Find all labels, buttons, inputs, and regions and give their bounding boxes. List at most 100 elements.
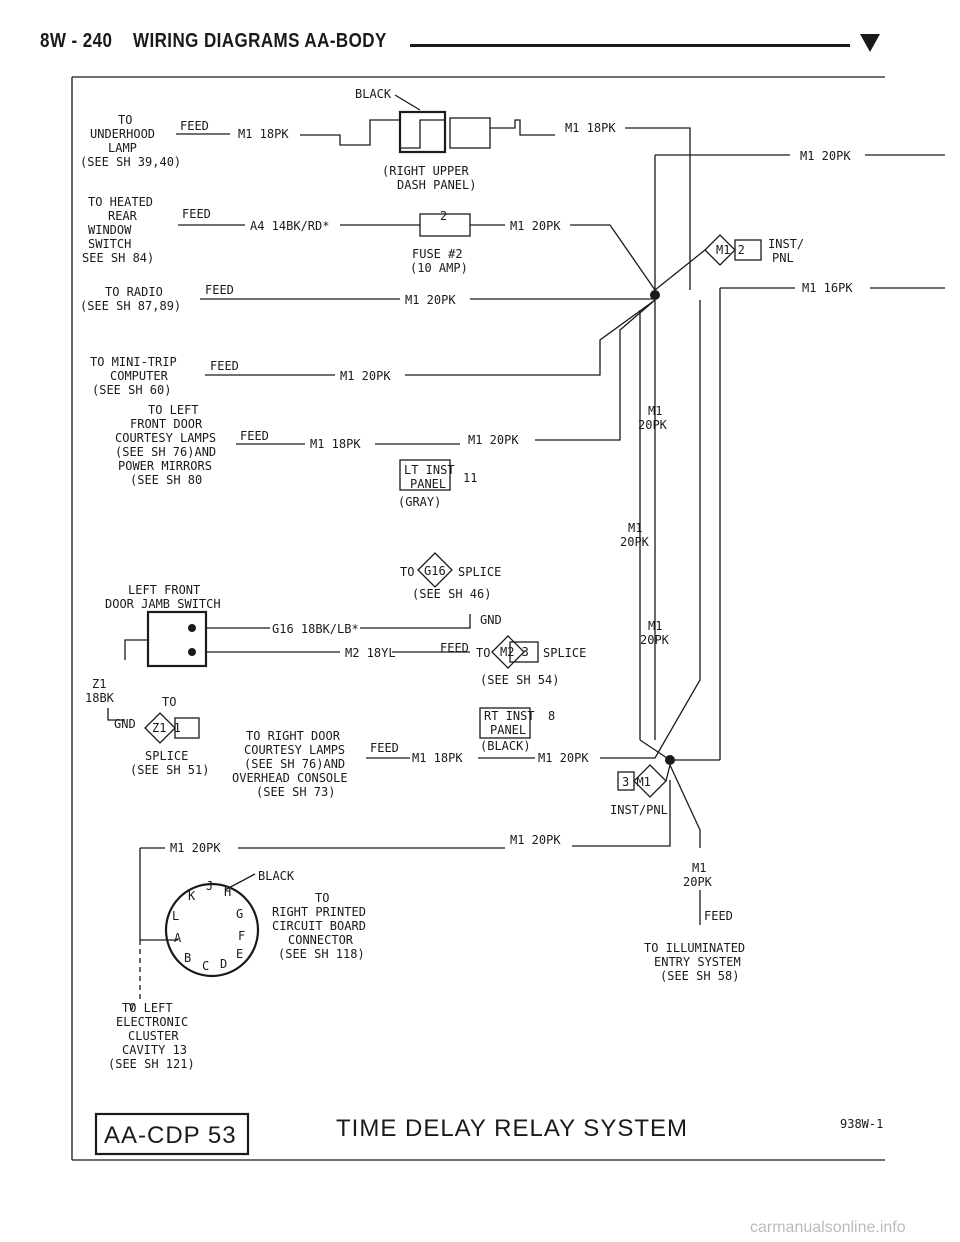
wire-m1-20pk-mini: M1 20PK [340, 369, 391, 383]
heated-label-3: WINDOW [88, 223, 132, 237]
rt-inst-1: RT INST [484, 709, 535, 723]
g16-label: G16 [424, 564, 446, 578]
ld-feed: FEED [240, 429, 269, 443]
z1-label-1: Z1 [92, 677, 106, 691]
m2-splice: SPLICE [543, 646, 586, 660]
lt-inst-pin: 11 [463, 471, 477, 485]
wire-18pk-down [625, 127, 691, 290]
wire-m1-20pk-ld: M1 20PK [468, 433, 519, 447]
switch-contact-2 [188, 648, 196, 656]
relay-body [398, 110, 447, 154]
20pk-label-a: 20PK [638, 418, 668, 432]
bottom-wire-right [572, 780, 671, 847]
wire-a4: A4 14BK/RD* [250, 219, 329, 233]
page-header: 8W - 240 WIRING DIAGRAMS AA-BODY [40, 30, 387, 53]
main-splice-top [650, 290, 660, 300]
wire-m1-18pk-a: M1 18PK [238, 127, 289, 141]
ld-label-1: TO LEFT [148, 403, 199, 417]
ill-label-2: ENTRY SYSTEM [654, 955, 741, 969]
inst-pnl-label-2: PNL [772, 251, 794, 265]
page-title: WIRING DIAGRAMS AA-BODY [132, 30, 387, 52]
underhood-lamp: LAMP [108, 141, 137, 155]
heated-feed: FEED [182, 207, 211, 221]
rd-label-3: (SEE SH 76)AND [244, 757, 345, 771]
20pk-label-c: 20PK [640, 633, 670, 647]
wire-m1-20pk-rd: M1 20PK [538, 751, 589, 765]
rt-inst-panel-box [479, 707, 531, 739]
gnd-line [360, 614, 471, 629]
m2-feed: FEED [440, 641, 469, 655]
splice-join [639, 739, 720, 761]
footer-code-box [94, 1112, 250, 1156]
m2-to: TO [476, 646, 490, 660]
z1-conn-label: Z1 1 [152, 721, 181, 735]
mini-to-splice [405, 299, 656, 376]
z1-line [124, 639, 148, 660]
pcb-connector-body [164, 882, 260, 978]
ldj-label-1: LEFT FRONT [128, 583, 200, 597]
ld-label-2: FRONT DOOR [130, 417, 203, 431]
g16-to: TO [400, 565, 414, 579]
lc-label-5: (SEE SH 121) [108, 1057, 195, 1071]
relay-color-label: BLACK [355, 87, 392, 101]
ld-label-5: POWER MIRRORS [118, 459, 212, 473]
header-triangle-icon [860, 34, 880, 52]
pcb-color: BLACK [258, 869, 295, 883]
relay-location: (RIGHT UPPER [382, 164, 469, 178]
splice-to-inst [654, 249, 706, 291]
watermark: carmanualsonline.info [750, 1219, 906, 1236]
ill-label-3: (SEE SH 58) [660, 969, 739, 983]
ld-to-splice [535, 299, 656, 441]
heated-label-2: REAR [108, 209, 138, 223]
wire-g16: G16 18BK/LB* [272, 622, 359, 636]
z1-splice-2: (SEE SH 51) [130, 763, 209, 777]
pcb-label-3: CIRCUIT BOARD [272, 919, 366, 933]
rt-inst-color: (BLACK) [480, 739, 531, 753]
wire-m1-16pk: M1 16PK [802, 281, 853, 295]
ld-label-3: COURTESY LAMPS [115, 431, 216, 445]
ill-label-1: TO ILLUMINATED [644, 941, 745, 955]
m2-conn-label: M2 3 [500, 645, 529, 659]
wire-m1-20pk-bottom-r: M1 20PK [510, 833, 561, 847]
pcb-label-1: TO [315, 891, 329, 905]
relay-location-2: DASH PANEL) [397, 178, 476, 192]
wire-to-relay [300, 119, 445, 149]
radio-feed: FEED [205, 283, 234, 297]
g16-ref: (SEE SH 46) [412, 587, 491, 601]
pin-j: J [206, 879, 213, 893]
pin-h: H [224, 885, 231, 899]
m2-ref: (SEE SH 54) [480, 673, 559, 687]
pin-g: G [236, 907, 243, 921]
underhood-to: TO [118, 113, 132, 127]
pcb-label-5: (SEE SH 118) [278, 947, 365, 961]
inst-pnl-label-1: INST/ [768, 237, 804, 251]
lt-inst-2: PANEL [410, 477, 446, 491]
pin-k: K [188, 889, 196, 903]
lc-label-4: CAVITY 13 [122, 1043, 187, 1057]
fuse-number: 2 [440, 209, 447, 223]
header-rule [410, 44, 850, 47]
m1-label-b: M1 [628, 521, 642, 535]
heated-label-1: TO HEATED [88, 195, 153, 209]
rd-label-4: OVERHEAD CONSOLE [232, 771, 348, 785]
ld-label-4: (SEE SH 76)AND [115, 445, 216, 459]
pin-a: A [174, 931, 182, 945]
wire-m1-20pk-bottom-l: M1 20PK [170, 841, 221, 855]
rd-label-2: COURTESY LAMPS [244, 743, 345, 757]
pin-d: D [220, 957, 227, 971]
underhood-ref: (SEE SH 39,40) [80, 155, 181, 169]
lc-label-2: ELECTRONIC [116, 1015, 188, 1029]
pin-f: F [238, 929, 245, 943]
door-jamb-switch [146, 610, 208, 668]
inst-connector-box [734, 239, 762, 261]
inst-connector-pin: M1 2 [716, 243, 745, 257]
wire-m1-18pk-ld: M1 18PK [310, 437, 361, 451]
pin-l: L [172, 909, 179, 923]
20pk-label-d: 20PK [683, 875, 713, 889]
relay-connector [449, 117, 491, 149]
mini-label-3: (SEE SH 60) [92, 383, 171, 397]
z1-to: TO [162, 695, 176, 709]
gnd-label: GND [480, 613, 502, 627]
footer-ref: 938W-1 [840, 1117, 883, 1131]
